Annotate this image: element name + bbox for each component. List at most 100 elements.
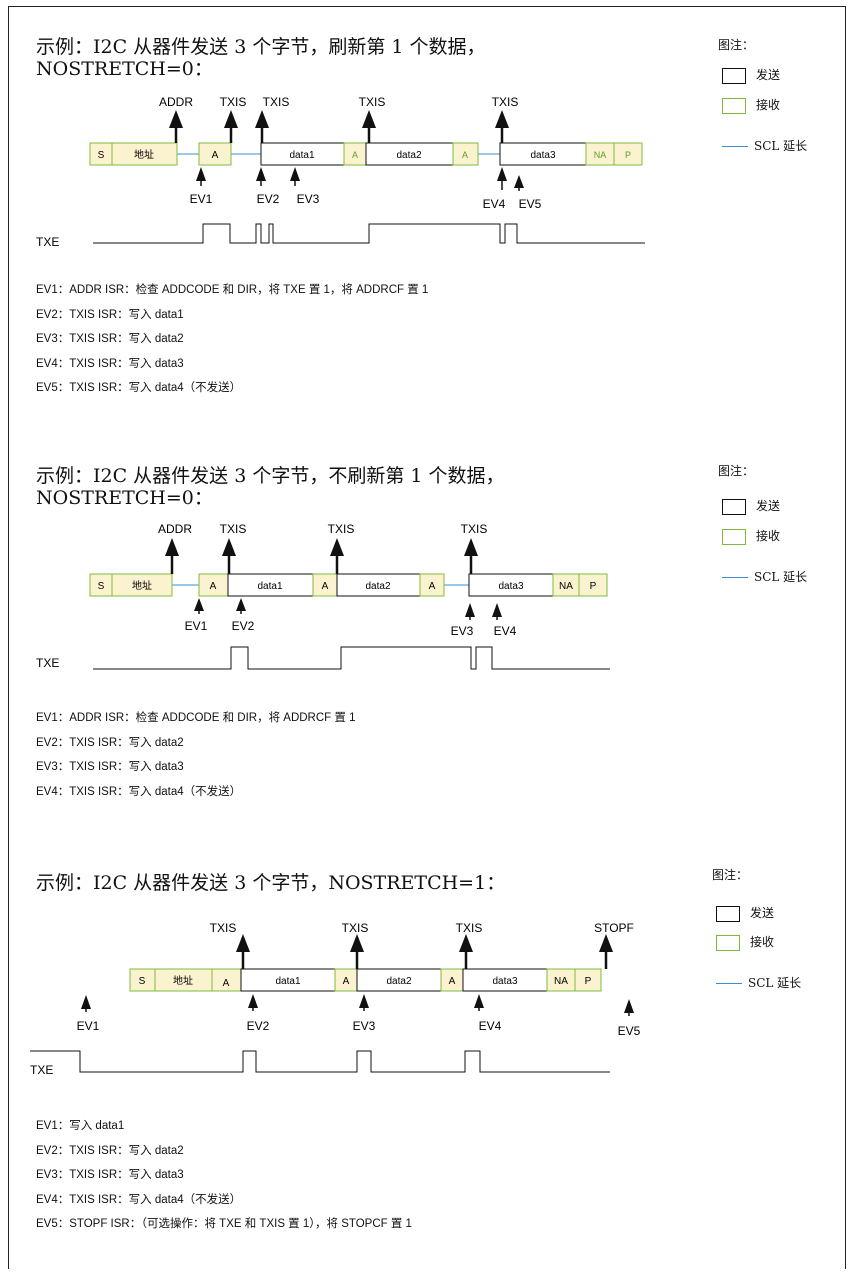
s3-label-data3: data3 (492, 976, 517, 987)
s3-up-label-txis-1: TXIS (210, 921, 237, 935)
s3-note-3: EV3：TXIS ISR：写入 data3 (36, 1169, 184, 1181)
s1-up-arrows: ADDR TXIS TXIS TXIS TXIS (159, 95, 518, 143)
receive-swatch (716, 934, 740, 951)
s2-box-a2 (419, 573, 445, 597)
s1-txis-arrow-4 (495, 110, 509, 128)
s1-note-1: EV1：ADDR ISR：检查 ADDCODE 和 DIR，将 TXE 置 1，… (36, 284, 429, 296)
s1-ev1-label: EV1 (190, 192, 213, 206)
s3-ev3-label: EV3 (353, 1019, 376, 1033)
s1-box-a2 (452, 142, 479, 166)
s1-label-addr: 地址 (134, 148, 154, 161)
legend2-send: 发送 (722, 497, 780, 515)
section2-diagram: S 地址 A data1 A data2 A data3 NA P ADDR T… (36, 522, 610, 670)
s3-note-4: EV4：TXIS ISR：写入 data4（不发送） (36, 1193, 242, 1206)
s2-label-a0: A (210, 581, 217, 592)
legend1-receive: 接收 (722, 96, 780, 114)
s2-txis-arrow-3 (464, 538, 478, 556)
s2-label-data1: data1 (257, 581, 282, 592)
section2-title-line1: 示例：I2C 从器件发送 3 个字节，不刷新第 1 个数据， (36, 465, 505, 487)
receive-swatch (722, 97, 746, 114)
send-swatch (722, 498, 746, 515)
s1-txe-label: TXE (36, 235, 59, 249)
s2-label-addr: 地址 (132, 579, 152, 592)
s3-ev4-label: EV4 (479, 1019, 502, 1033)
section1-diagram: S 地址 A data1 A data2 A data3 NA P ADDR T… (36, 95, 645, 249)
s3-up-label-stopf: STOPF (594, 921, 634, 935)
legend3-scl: SCL 延长 (716, 974, 801, 991)
s1-label-a0: A (212, 150, 219, 161)
s1-label-a2: A (462, 150, 468, 160)
s3-up-label-txis-2: TXIS (342, 921, 369, 935)
legend-send-label: 发送 (756, 68, 781, 82)
s3-txe-waveform (30, 1050, 610, 1073)
section3-notes: EV1：写入 data1 EV2：TXIS ISR：写入 data2 EV3：T… (36, 1114, 412, 1237)
page-frame (8, 6, 846, 1269)
s1-box-addr (111, 142, 178, 166)
s2-txe-waveform (93, 646, 610, 670)
s2-note-4: EV4：TXIS ISR：写入 data4（不发送） (36, 785, 242, 798)
s2-txis-arrow-2 (330, 538, 344, 556)
s1-up-label-addr: ADDR (159, 95, 193, 109)
legend3-receive: 接收 (716, 933, 774, 951)
s3-label-data2: data2 (386, 976, 411, 987)
s1-txis-arrow-2 (255, 110, 269, 128)
s1-note-4: EV4：TXIS ISR：写入 data3 (36, 357, 184, 370)
legend3-title: 图注： (712, 868, 749, 882)
section1-title-line2: NOSTRETCH=0： (36, 58, 213, 80)
s1-label-na: NA (594, 150, 607, 160)
section1-title-line1: 示例：I2C 从器件发送 3 个字节，刷新第 1 个数据， (36, 36, 486, 58)
s3-ev5-label: EV5 (618, 1024, 641, 1038)
s1-box-a0 (198, 142, 232, 166)
s3-label-a2: A (449, 976, 456, 987)
s2-up-label-txis-1: TXIS (220, 522, 247, 536)
s1-txis-arrow-3 (362, 110, 376, 128)
s1-ev4-label: EV4 (483, 197, 506, 211)
legend-receive-label: 接收 (756, 529, 781, 543)
legend-receive-label: 接收 (756, 98, 781, 112)
scl-swatch (716, 983, 742, 984)
section3-title: 示例：I2C 从器件发送 3 个字节，NOSTRETCH=1： (36, 872, 506, 894)
s2-label-data3: data3 (498, 581, 523, 592)
s2-up-label-txis-2: TXIS (328, 522, 355, 536)
s3-ev-arrows: EV1 EV2 EV3 EV4 EV5 (77, 994, 641, 1038)
s2-txis-arrow-1 (222, 538, 236, 556)
send-swatch (722, 67, 746, 84)
s2-ev2-label: EV2 (232, 619, 255, 633)
scl-swatch (722, 577, 748, 578)
s2-box-p (578, 573, 608, 597)
s2-ev-arrows: EV1 EV2 EV3 EV4 (185, 598, 517, 638)
s3-frame: S 地址 A data1 A data2 A data3 NA P (129, 968, 602, 992)
s2-box-addr (111, 573, 173, 597)
s2-up-label-txis-3: TXIS (461, 522, 488, 536)
s1-note-5: EV5：TXIS ISR：写入 data4（不发送） (36, 382, 242, 394)
s2-addr-arrow (165, 538, 179, 556)
legend1-send: 发送 (722, 66, 780, 84)
legend3-send: 发送 (716, 904, 774, 922)
s2-note-3: EV3：TXIS ISR：写入 data3 (36, 761, 184, 773)
s1-note-3: EV3：TXIS ISR：写入 data2 (36, 333, 184, 345)
s3-box-p (574, 968, 602, 992)
s1-txe-waveform (93, 223, 645, 244)
s1-up-label-txis-3: TXIS (359, 95, 386, 109)
s3-label-p: P (585, 976, 592, 987)
s1-ev5-label: EV5 (519, 197, 542, 211)
legend-scl-label: SCL 延长 (754, 570, 808, 584)
s3-label-a1: A (343, 976, 350, 987)
s3-ev1-label: EV1 (77, 1019, 100, 1033)
s2-label-a1: A (322, 581, 329, 592)
s1-ev-arrows: EV1 EV2 EV3 EV4 EV5 (190, 167, 542, 211)
send-swatch (716, 905, 740, 922)
s2-ev1-label: EV1 (185, 619, 208, 633)
section1-notes: EV1：ADDR ISR：检查 ADDCODE 和 DIR，将 TXE 置 1，… (36, 278, 428, 401)
s2-up-label-addr: ADDR (158, 522, 192, 536)
section2-title: 示例：I2C 从器件发送 3 个字节，不刷新第 1 个数据， NOSTRETCH… (36, 465, 505, 509)
s2-ev3-label: EV3 (451, 624, 474, 638)
s3-label-addr: 地址 (173, 974, 193, 987)
s1-label-p: P (625, 150, 631, 160)
s3-txis-arrow-2 (350, 934, 364, 952)
legend-scl-label: SCL 延长 (754, 139, 808, 153)
legend2-title: 图注： (718, 464, 755, 478)
s2-note-1: EV1：ADDR ISR：检查 ADDCODE 和 DIR，将 ADDRCF 置… (36, 712, 356, 724)
s1-ev2-label: EV2 (257, 192, 280, 206)
s3-note-1: EV1：写入 data1 (36, 1120, 125, 1132)
